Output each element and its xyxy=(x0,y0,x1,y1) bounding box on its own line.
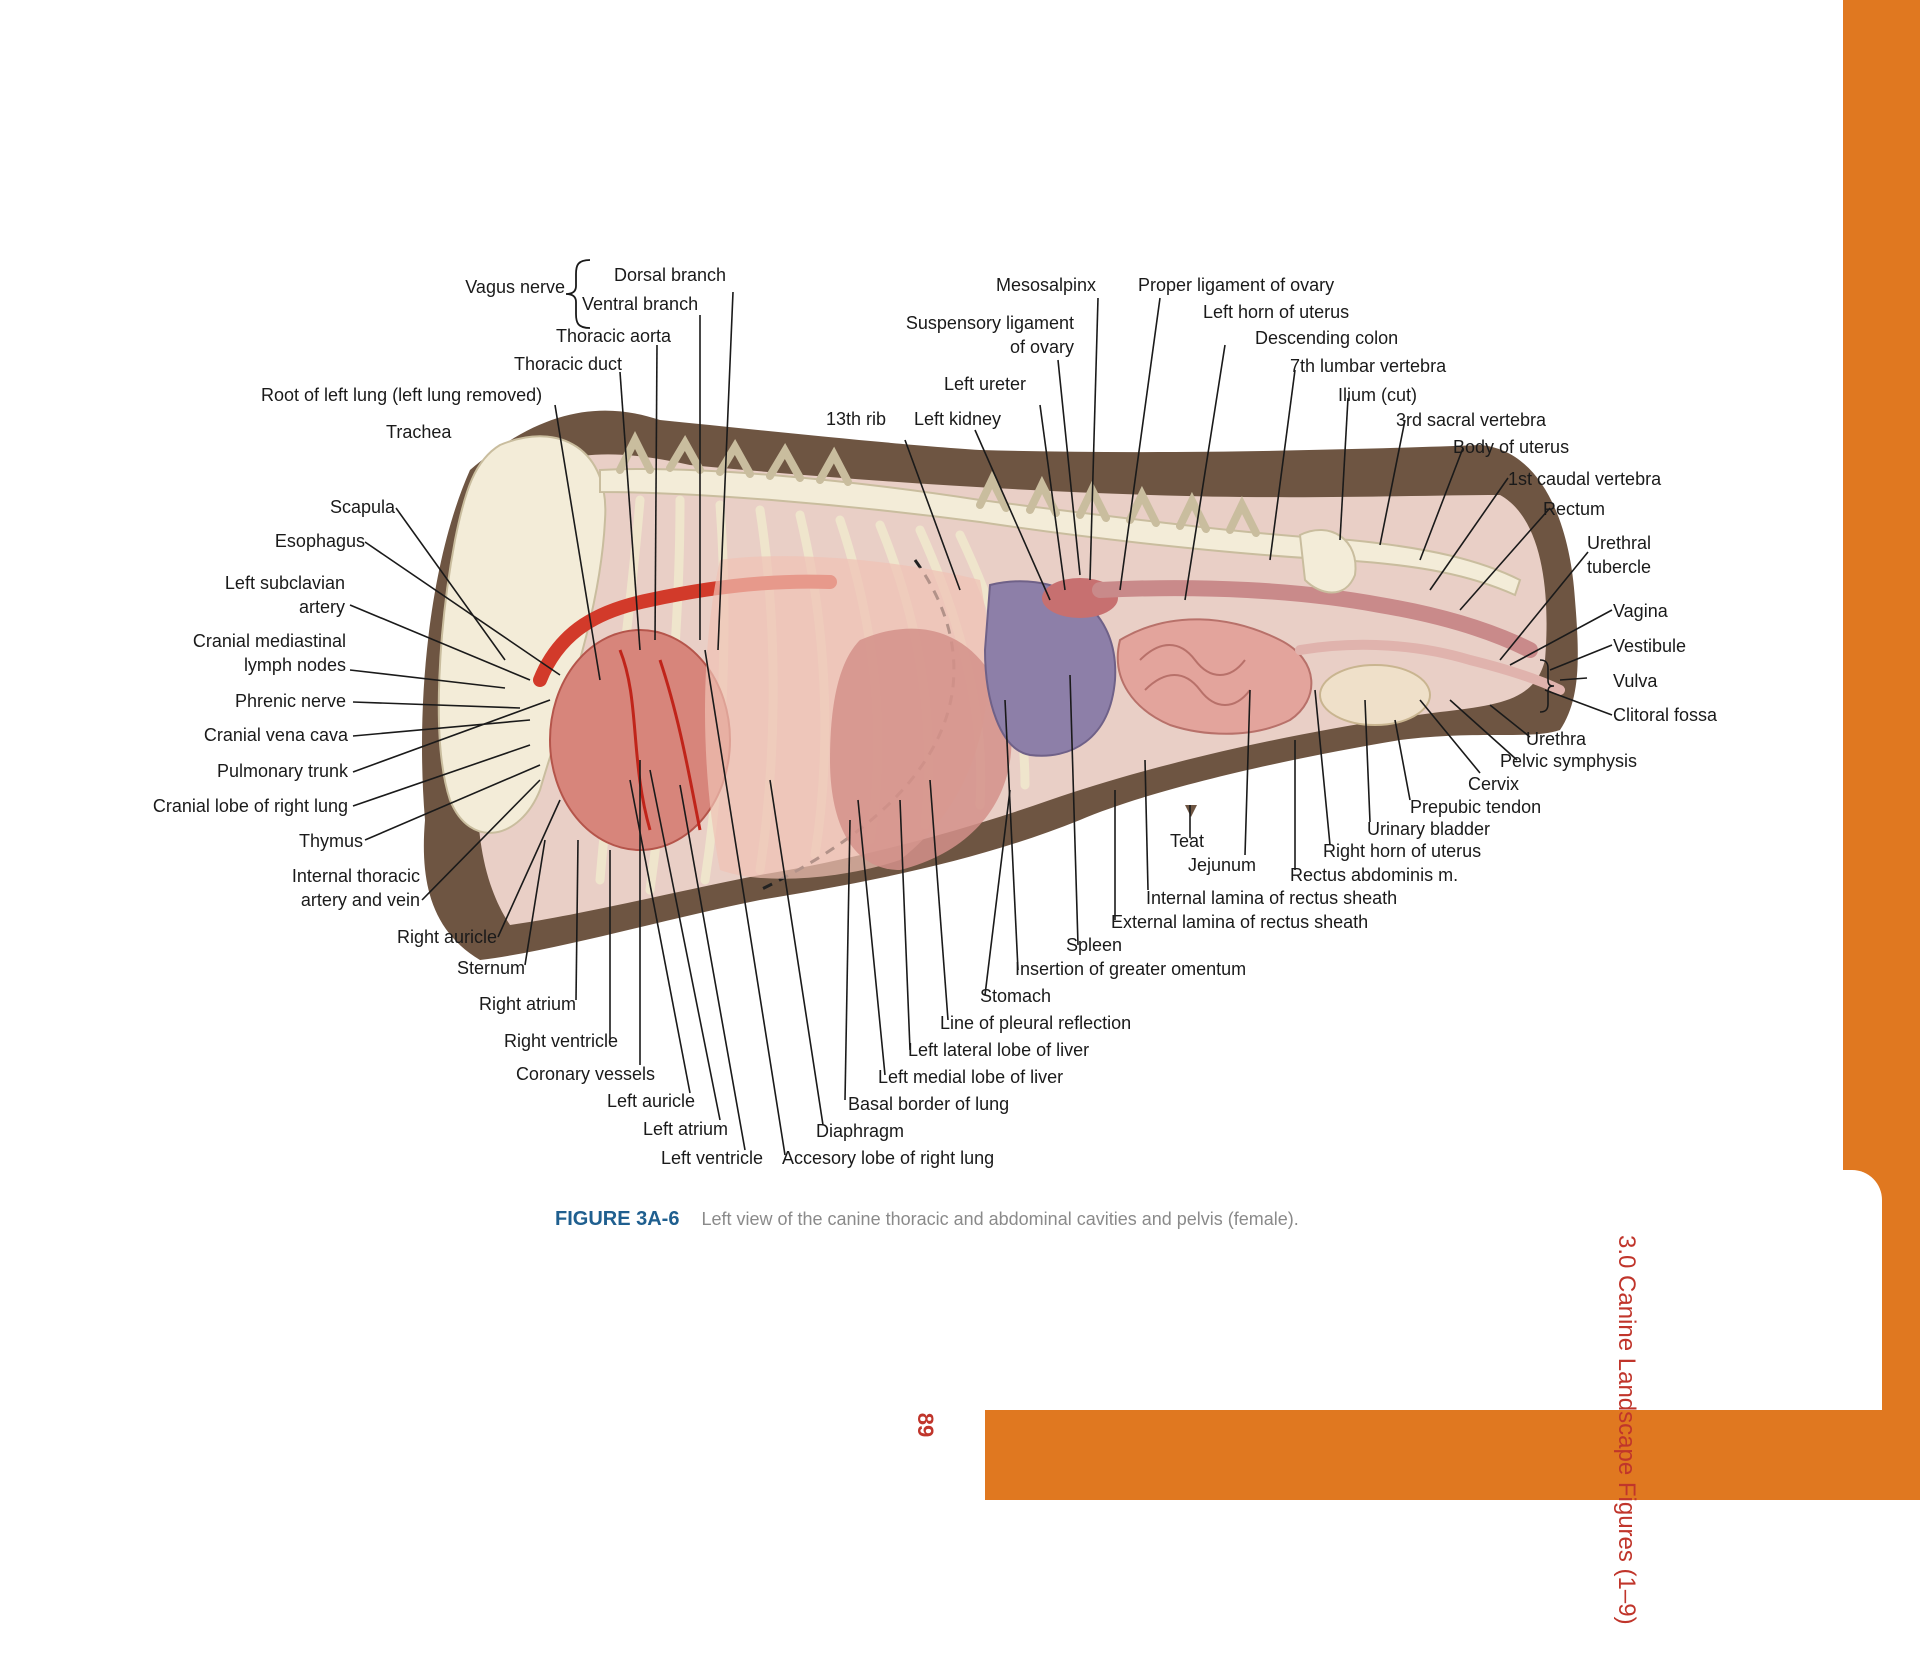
label-diaphragm: Diaphragm xyxy=(816,1121,905,1141)
label-thirteenth-rib: 13th rib xyxy=(826,409,887,429)
label-sternum: Sternum xyxy=(456,958,525,978)
label-pelvic-symphysis: Pelvic symphysis xyxy=(1500,751,1638,771)
label-suspensory-2: of ovary xyxy=(1009,337,1074,357)
sidebar-chapter-title: 3.0 Canine Landscape Figures (1–9) xyxy=(1613,1235,1640,1625)
label-internal-lamina: Internal lamina of rectus sheath xyxy=(1146,888,1398,908)
figure-caption: FIGURE 3A-6 Left view of the canine thora… xyxy=(555,1208,1299,1231)
label-urethral-tubercle-1: Urethral xyxy=(1587,533,1652,553)
orange-sidebar-tab xyxy=(1782,1170,1882,1440)
label-coronary-vessels: Coronary vessels xyxy=(515,1064,655,1084)
label-cranial-lobe: Cranial lobe of right lung xyxy=(152,796,348,816)
uterus xyxy=(1295,639,1565,695)
label-vagus-nerve: Vagus nerve xyxy=(465,277,565,297)
label-third-sacral: 3rd sacral vertebra xyxy=(1396,410,1547,430)
label-left-lateral-lobe: Left lateral lobe of liver xyxy=(908,1040,1090,1060)
label-pulmonary-trunk: Pulmonary trunk xyxy=(216,761,348,781)
label-vulva: Vulva xyxy=(1613,671,1658,691)
label-left-medial-lobe: Left medial lobe of liver xyxy=(878,1067,1064,1087)
label-root-left-lung: Root of left lung (left lung removed) xyxy=(261,385,543,405)
coronary-vessels-shape xyxy=(618,649,702,831)
label-seventh-lumbar: 7th lumbar vertebra xyxy=(1290,356,1447,376)
label-cervix: Cervix xyxy=(1468,774,1520,794)
label-external-lamina: External lamina of rectus sheath xyxy=(1111,912,1369,932)
scapula-shape xyxy=(437,435,607,834)
vagus-brace xyxy=(565,259,591,329)
label-trachea: Trachea xyxy=(386,422,452,442)
label-right-atrium: Right atrium xyxy=(478,994,576,1014)
label-body-uterus: Body of uterus xyxy=(1453,437,1570,457)
label-left-auricle: Left auricle xyxy=(606,1091,695,1111)
label-dorsal-branch: Dorsal branch xyxy=(614,265,727,285)
label-phrenic-nerve: Phrenic nerve xyxy=(234,691,346,711)
label-accesory-lobe: Accesory lobe of right lung xyxy=(782,1148,995,1168)
label-right-ventricle: Right ventricle xyxy=(503,1031,618,1051)
teat-shape xyxy=(1185,805,1197,817)
vulva-brace xyxy=(1539,659,1555,713)
label-left-kidney: Left kidney xyxy=(914,409,1002,429)
label-first-caudal: 1st caudal vertebra xyxy=(1508,469,1662,489)
label-suspensory-1: Suspensory ligament xyxy=(905,313,1074,333)
label-proper-ligament: Proper ligament of ovary xyxy=(1138,275,1335,295)
label-left-ventricle: Left ventricle xyxy=(660,1148,763,1168)
label-vestibule: Vestibule xyxy=(1613,636,1687,656)
intestines xyxy=(1116,618,1313,735)
label-teat: Teat xyxy=(1170,831,1205,851)
label-vagina: Vagina xyxy=(1613,601,1668,621)
label-greater-omentum: Insertion of greater omentum xyxy=(1015,959,1247,979)
label-clitoral-fossa: Clitoral fossa xyxy=(1613,705,1718,725)
label-urethra: Urethra xyxy=(1526,729,1587,749)
leader-lines xyxy=(349,291,1613,1156)
ilium-shape xyxy=(1298,529,1357,594)
label-right-horn: Right horn of uterus xyxy=(1323,841,1482,861)
label-ilium: Ilium (cut) xyxy=(1338,385,1418,405)
label-rectus-abdominis: Rectus abdominis m. xyxy=(1290,865,1459,885)
label-left-subclavian-1: Left subclavian xyxy=(224,573,345,593)
label-spleen: Spleen xyxy=(1066,935,1123,955)
label-thoracic-aorta: Thoracic aorta xyxy=(556,326,672,346)
label-right-auricle: Right auricle xyxy=(396,927,497,947)
figure-label: FIGURE 3A-6 xyxy=(555,1208,680,1230)
figure-caption-text: Left view of the canine thoracic and abd… xyxy=(701,1209,1299,1229)
label-left-atrium: Left atrium xyxy=(642,1119,728,1139)
label-mesosalpinx: Mesosalpinx xyxy=(996,275,1097,295)
label-basal-border: Basal border of lung xyxy=(848,1094,1010,1114)
label-scapula: Scapula xyxy=(329,497,395,517)
label-esophagus: Esophagus xyxy=(274,531,365,551)
anatomy-illustration xyxy=(349,0,1920,1500)
bladder xyxy=(1319,664,1431,726)
label-left-ureter: Left ureter xyxy=(944,374,1027,394)
label-jejunum: Jejunum xyxy=(1188,855,1257,875)
label-thoracic-duct: Thoracic duct xyxy=(514,354,623,374)
label-urethral-tubercle-2: tubercle xyxy=(1587,557,1652,577)
label-rectum: Rectum xyxy=(1543,499,1606,519)
label-cranial-mediastinal-1: Cranial mediastinal xyxy=(192,631,346,651)
orange-bottom-bar xyxy=(985,1410,1920,1500)
spine xyxy=(599,468,1522,597)
label-thymus: Thymus xyxy=(298,831,363,851)
liver xyxy=(830,628,1012,870)
label-urinary-bladder: Urinary bladder xyxy=(1367,819,1491,839)
colon-rectum xyxy=(1092,580,1538,658)
label-left-subclavian-2: artery xyxy=(298,597,345,617)
label-descending-colon: Descending colon xyxy=(1255,328,1399,348)
label-cranial-mediastinal-2: lymph nodes xyxy=(243,655,346,675)
label-left-horn: Left horn of uterus xyxy=(1203,302,1350,322)
label-internal-thoracic-1: Internal thoracic xyxy=(291,866,420,886)
label-prepubic-tendon: Prepubic tendon xyxy=(1410,797,1542,817)
label-ventral-branch: Ventral branch xyxy=(582,294,699,314)
label-cranial-vena-cava: Cranial vena cava xyxy=(203,725,348,745)
label-pleural-reflection: Line of pleural reflection xyxy=(940,1013,1132,1033)
page-number: 89 xyxy=(913,1412,939,1438)
label-internal-thoracic-2: artery and vein xyxy=(300,890,420,910)
label-stomach: Stomach xyxy=(980,986,1052,1006)
